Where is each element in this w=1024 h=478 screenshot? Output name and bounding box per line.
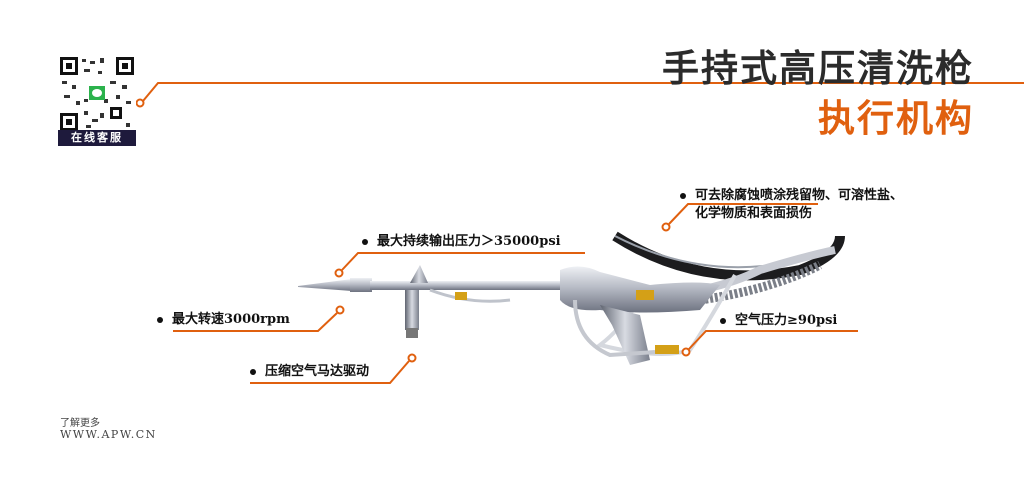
bullet-icon [250,368,256,375]
callout-max-pressure: 最大持续输出压力＞35000psi [362,233,561,251]
qr-code[interactable] [58,55,136,133]
page-subtitle: 执行机构 [818,96,974,140]
bullet-icon [362,238,368,245]
callout-air-pressure: 空气压力≥90psi [720,312,837,330]
callout-text: 化学物质和表面损伤 [695,206,813,221]
callout-max-speed: 最大转速3000rpm [157,311,290,329]
learn-more-label: 了解更多 [60,418,100,429]
bullet-icon [720,317,726,324]
qr-pattern [60,57,134,131]
callout-air-motor: 压缩空气马达驱动 [250,363,369,381]
header-connector [135,82,1024,108]
qr-label: 在线客服 [58,130,136,146]
pressure-washer-gun [298,265,720,365]
callout-text: 最大转速3000rpm [172,312,290,327]
callout-text: 空气压力≥90psi [735,313,838,328]
website-link[interactable]: WWW.APW.CN [60,428,157,441]
callout-text: 可去除腐蚀喷涂残留物、可溶性盐、 [695,188,904,203]
bullet-icon [157,316,163,323]
page-title: 手持式高压清洗枪 [662,46,974,90]
callout-text: 最大持续输出压力＞35000psi [377,234,561,249]
callout-corrosion-removal: 可去除腐蚀喷涂残留物、可溶性盐、 化学物质和表面损伤 [680,187,903,223]
callout-connectors [173,203,858,384]
callout-text: 压缩空气马达驱动 [265,364,370,379]
bullet-icon [680,192,686,199]
